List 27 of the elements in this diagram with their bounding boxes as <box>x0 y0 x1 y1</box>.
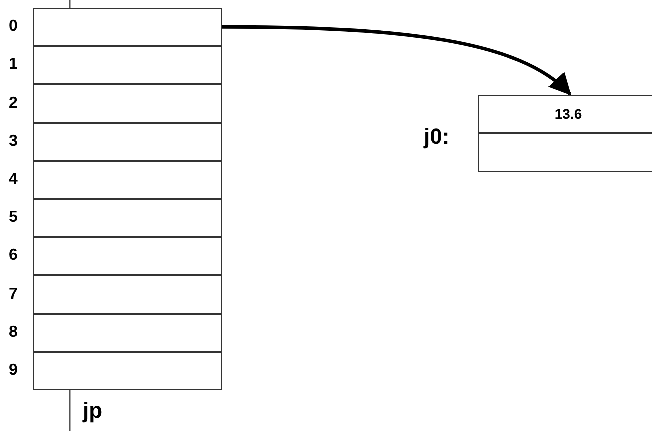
array-cell <box>478 133 652 172</box>
value-field <box>478 95 652 133</box>
index-label: 8 <box>9 324 18 341</box>
array-name: jp <box>83 400 103 422</box>
index-label: 6 <box>9 248 18 264</box>
index-label: 0 <box>9 19 18 36</box>
array-cell <box>33 8 222 46</box>
value-text: 13.6 <box>554 104 582 124</box>
index-label: 7 <box>9 286 18 302</box>
arrow <box>222 25 572 96</box>
index-label: 3 <box>9 134 18 150</box>
variable-label: j0: <box>424 126 450 148</box>
array-cell <box>33 84 222 123</box>
array-cell <box>33 122 222 161</box>
index-label: 5 <box>9 210 18 226</box>
array-cell <box>33 199 222 238</box>
object-box <box>478 95 652 172</box>
index-label: 9 <box>9 362 18 379</box>
array-cell <box>33 275 222 314</box>
array-cell <box>33 160 222 199</box>
array-cell <box>33 352 222 390</box>
index-label: 4 <box>9 172 18 188</box>
array-cell <box>33 46 222 84</box>
index-label: 1 <box>9 57 18 74</box>
array-cell <box>33 237 222 276</box>
array-cell <box>33 314 222 352</box>
index-label: 2 <box>9 96 18 112</box>
